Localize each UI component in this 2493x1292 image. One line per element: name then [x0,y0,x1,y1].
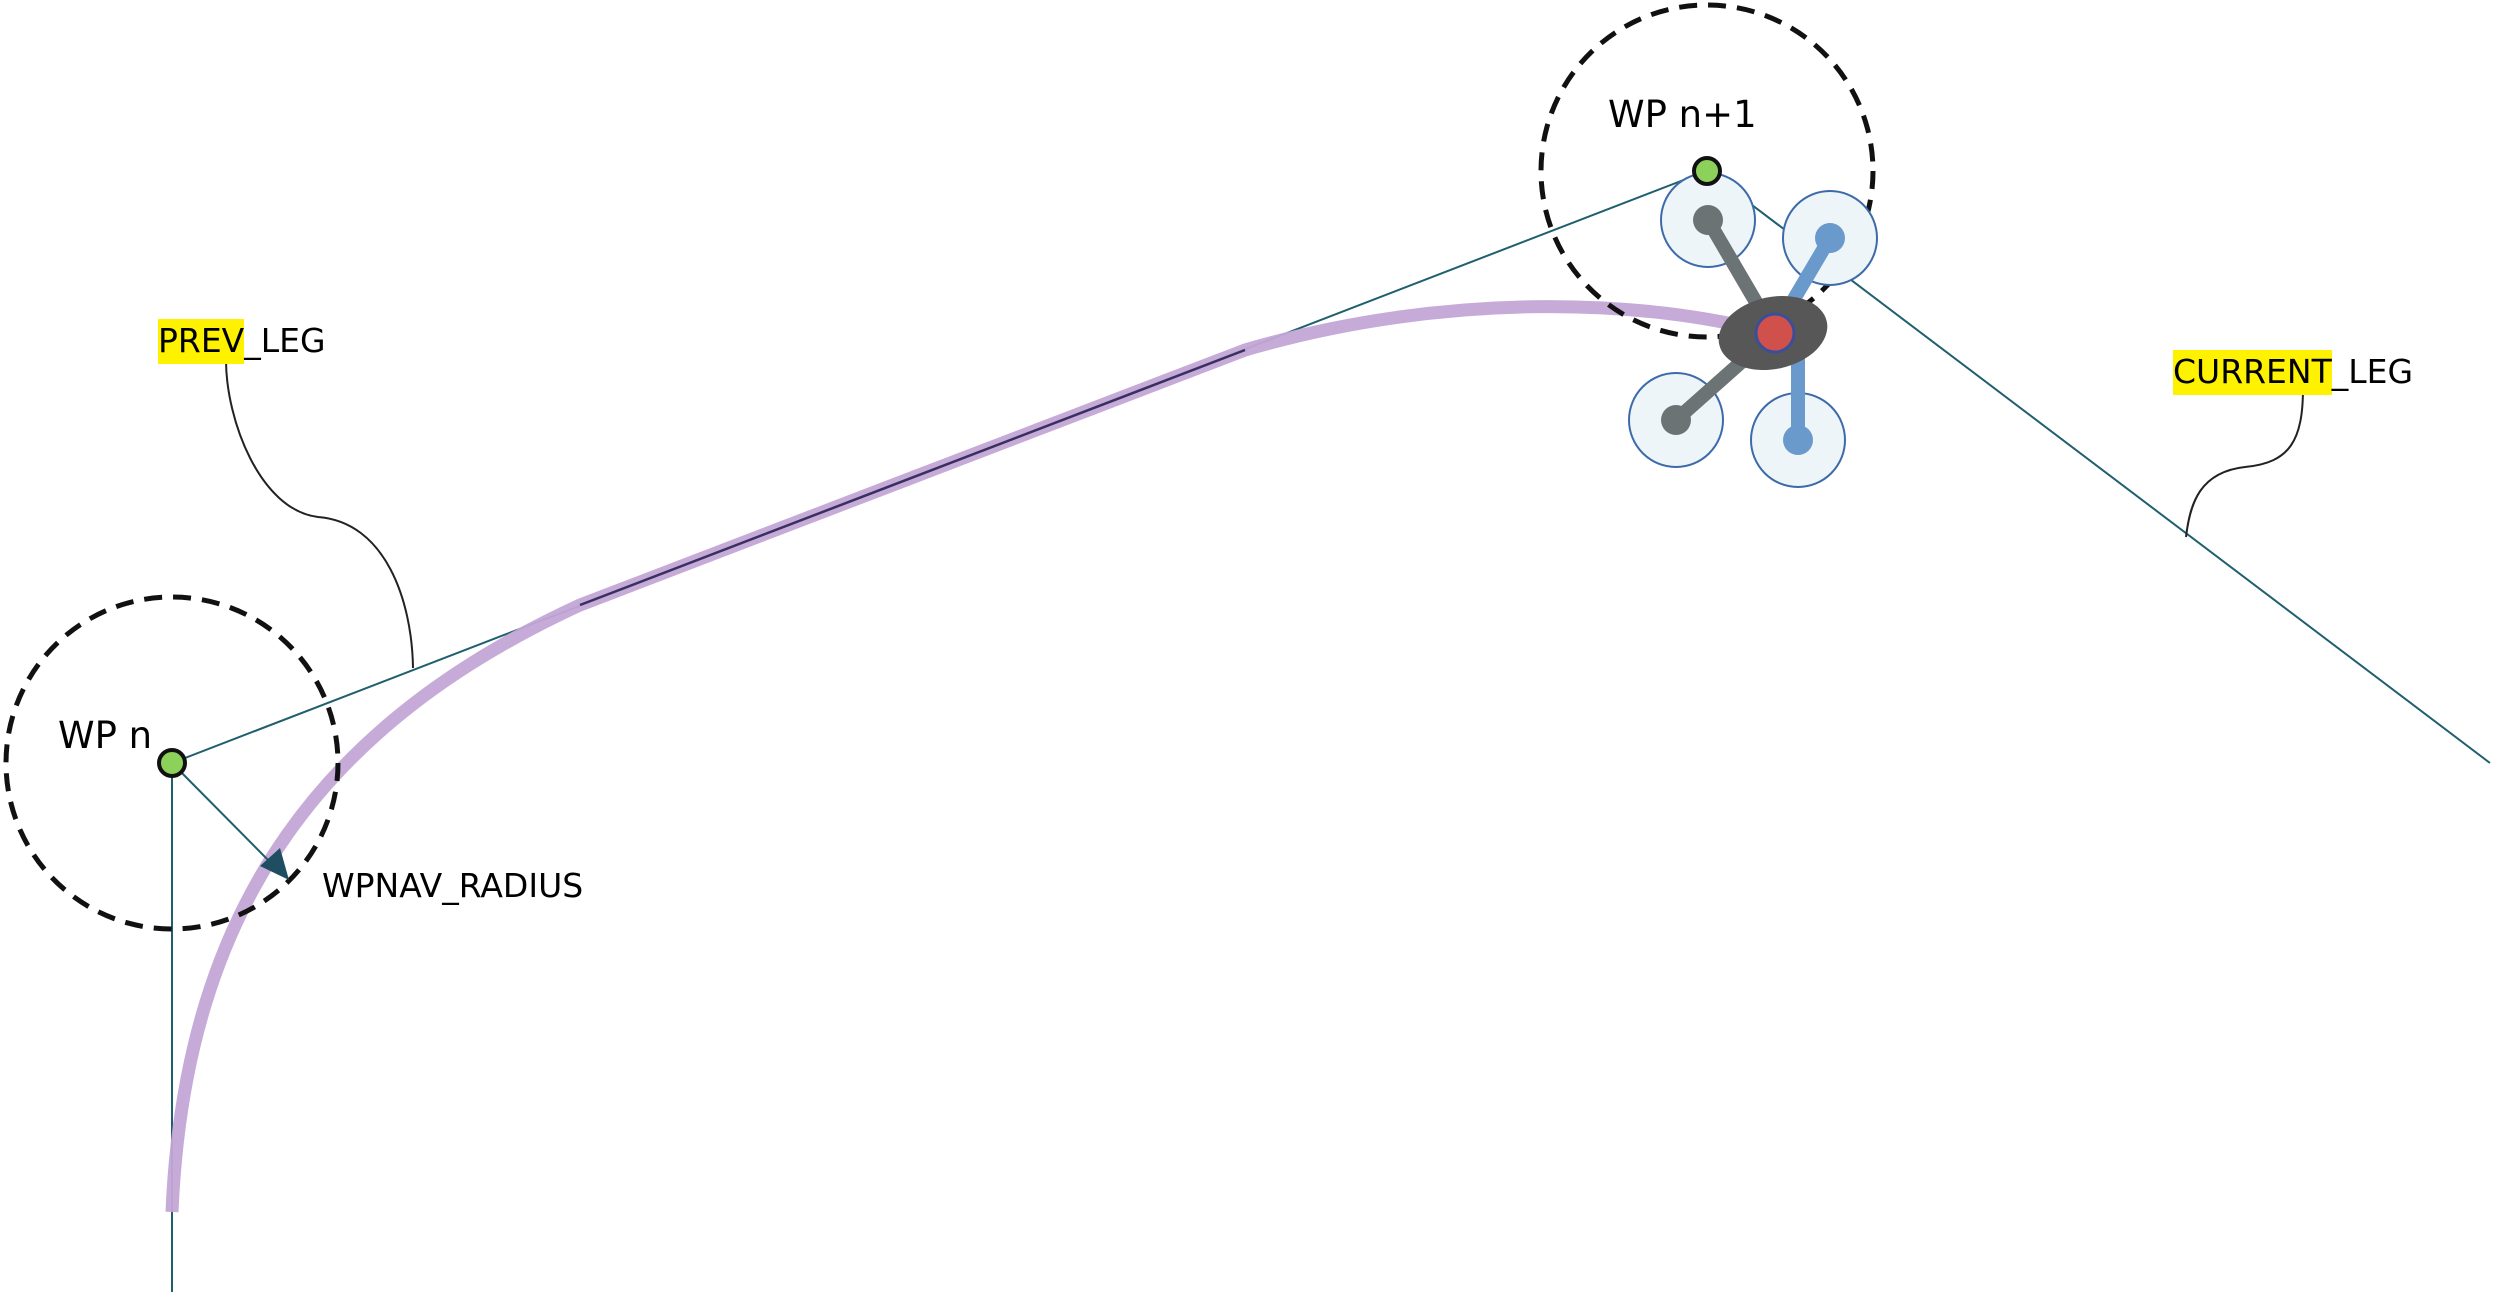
wp-n1-radius-circle [1538,2,1876,340]
drone-center [1754,312,1796,354]
prev-leg-suffix: _LEG [244,321,326,360]
prev-leg-label: PREV_LEG [158,319,326,364]
prev-leg-highlight: PREV [158,319,245,364]
current-leg-leader [2185,387,2304,538]
wp-n1-marker [1692,156,1722,186]
wp-n-label: WP n [58,714,153,757]
wpnav-radius-label: WPNAV_RADIUS [322,866,584,905]
flight-path [165,300,1772,1213]
quadcopter-icon [1628,172,1878,488]
path-leg-overlap [579,348,1246,607]
wp-n-marker [157,748,187,778]
wp-n1-label: WP n+1 [1608,93,1757,136]
current-leg-label: CURRENT_LEG [2173,350,2414,395]
current-leg-suffix: _LEG [2331,352,2414,391]
prev-leg-leader [225,359,414,669]
current-leg-highlight: CURRENT [2173,350,2332,395]
radius-arrow-icon [260,848,289,880]
radius-arrow-shaft [171,762,275,867]
wp-n-radius-circle [3,594,341,932]
